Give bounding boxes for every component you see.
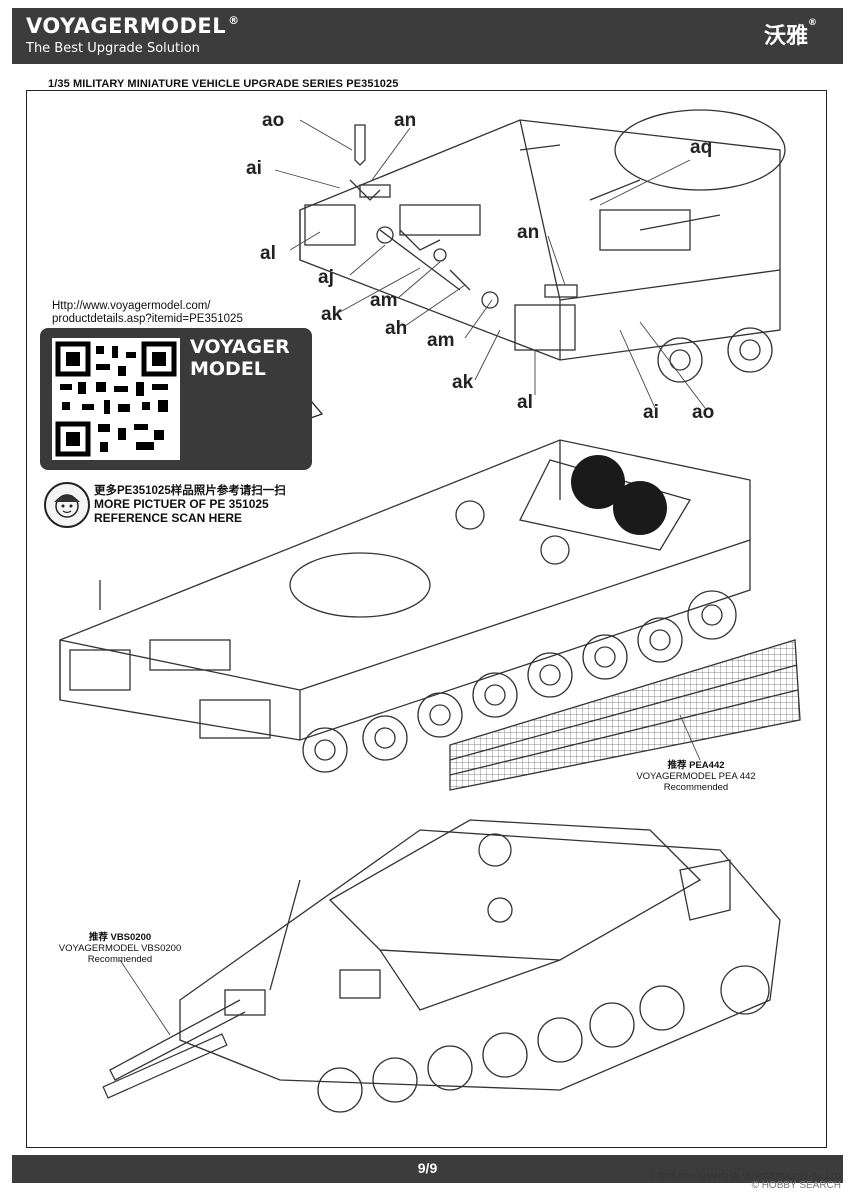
recommend-vbs0200-name: VOYAGERMODEL VBS0200 xyxy=(58,943,182,954)
footer-bar: 9/9 xyxy=(12,1155,843,1183)
mascot-avatar-icon xyxy=(44,482,90,528)
brand-logo: VOYAGERMODEL® xyxy=(26,14,240,38)
part-label-al: al xyxy=(260,243,276,264)
product-url-line1: Http://www.voyagermodel.com/ xyxy=(52,300,211,312)
qr-panel: VOYAGER MODEL xyxy=(40,328,312,470)
series-title: 1/35 MILITARY MINIATURE VEHICLE UPGRADE … xyxy=(48,78,399,90)
part-label-ah: ah xyxy=(385,318,408,339)
recommend-pea442-cn: 推荐 PEA442 xyxy=(667,760,725,771)
header-bar: VOYAGERMODEL® The Best Upgrade Solution … xyxy=(12,8,843,64)
part-label-aj: aj xyxy=(318,267,334,288)
part-label-am: am xyxy=(370,290,398,311)
part-label-ak: ak xyxy=(321,304,343,325)
brand-tagline: The Best Upgrade Solution xyxy=(26,41,200,56)
qr-logo-line1: VOYAGER xyxy=(190,336,290,358)
part-label-ao: ao xyxy=(692,402,715,423)
recommend-vbs0200-note: Recommended xyxy=(87,954,153,965)
hobby-search-watermark: © HOBBY SEARCH xyxy=(751,1180,841,1191)
qr-brand-logo: VOYAGER MODEL xyxy=(190,336,290,380)
scan-note-line2: REFERENCE SCAN HERE xyxy=(94,511,243,525)
recommend-vbs0200-cn: 推荐 VBS0200 xyxy=(88,932,152,943)
product-url[interactable]: Http://www.voyagermodel.com/ productdeta… xyxy=(52,300,243,326)
part-label-ao: ao xyxy=(262,110,285,131)
part-label-an: an xyxy=(394,110,417,131)
part-label-ai: ai xyxy=(643,402,659,423)
content-frame xyxy=(26,90,827,1148)
part-label-am: am xyxy=(427,330,455,351)
brand-reg-mark: ® xyxy=(228,14,240,27)
recommend-pea442-name: VOYAGERMODEL PEA 442 xyxy=(636,771,756,782)
recommend-vbs0200: 推荐 VBS0200 VOYAGERMODEL VBS0200 Recommen… xyxy=(50,932,190,965)
copyright-notice: C 2003-2010 SHANGHAI VOYAGERMODEL Co.,LT… xyxy=(649,1172,843,1181)
part-label-an: an xyxy=(517,222,540,243)
recommend-pea442: 推荐 PEA442 VOYAGERMODEL PEA 442 Recommend… xyxy=(636,760,756,793)
scan-note-cn: 更多PE351025样品照片参考请扫一扫 xyxy=(94,485,286,497)
tank-wheels-drawing xyxy=(317,965,770,1113)
qr-code-icon[interactable] xyxy=(52,338,180,460)
qr-logo-line2: MODEL xyxy=(190,358,266,380)
part-label-al: al xyxy=(517,392,533,413)
road-wheels-drawing xyxy=(302,590,737,773)
part-label-ak: ak xyxy=(452,372,474,393)
cn-brand-name: 沃雅 xyxy=(763,24,808,49)
cn-brand-logo: 沃雅® xyxy=(764,18,817,50)
product-url-line2: productdetails.asp?itemid=PE351025 xyxy=(52,313,243,325)
rear-hull-detail-drawing xyxy=(299,109,786,383)
recommend-pea442-note: Recommended xyxy=(663,782,729,793)
part-label-aq: aq xyxy=(690,137,713,158)
tank-full-view-drawing xyxy=(109,819,781,1091)
brand-name: VOYAGERMODEL xyxy=(26,14,227,38)
part-label-ai: ai xyxy=(246,158,262,179)
cn-brand-reg-mark: ® xyxy=(808,18,817,28)
page-number: 9/9 xyxy=(417,1160,438,1176)
scan-note-line1: MORE PICTUER OF PE 351025 xyxy=(94,497,269,511)
